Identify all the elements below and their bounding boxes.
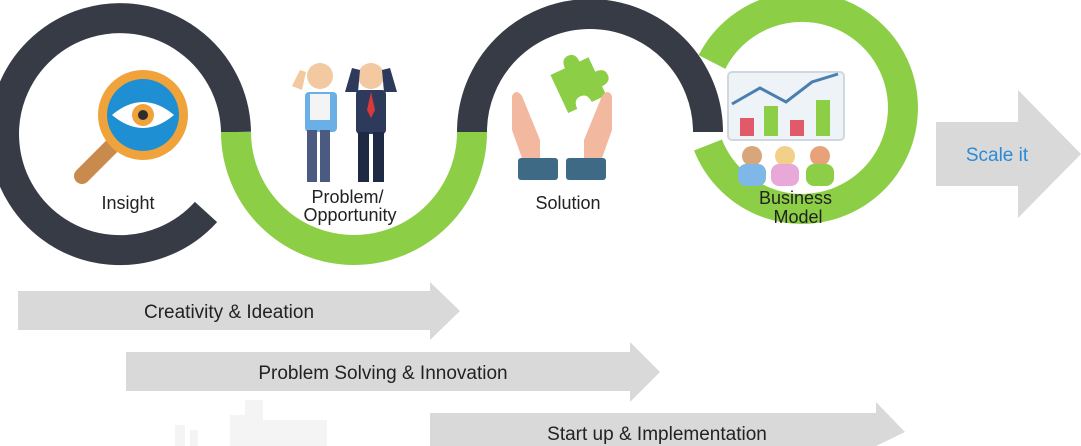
background-decoration xyxy=(175,400,327,446)
scale-arrow: Scale it xyxy=(936,90,1081,218)
ring-solution xyxy=(457,0,723,133)
phase-label-creativity: Creativity & Ideation xyxy=(144,302,314,323)
magnifier-eye-icon xyxy=(74,70,188,184)
phase-label-problem-solving: Problem Solving & Innovation xyxy=(258,363,507,384)
ring-insight xyxy=(0,3,251,266)
stressed-people-icon xyxy=(292,63,397,182)
chart-team-icon xyxy=(727,71,845,186)
phase-arrow-creativity: Creativity & Ideation xyxy=(18,282,460,340)
stage-label-problem: Problem/ Opportunity xyxy=(303,187,396,225)
stage-label-insight: Insight xyxy=(101,193,154,213)
phase-arrow-problem-solving: Problem Solving & Innovation xyxy=(126,342,660,402)
phase-label-startup: Start up & Implementation xyxy=(547,424,767,445)
ring-business-model xyxy=(694,0,918,224)
phase-arrow-startup: Start up & Implementation xyxy=(430,402,905,446)
hands-puzzle-icon xyxy=(512,54,612,180)
stage-label-solution: Solution xyxy=(535,193,600,213)
stage-label-business-model: Business Model xyxy=(759,188,837,227)
scale-label: Scale it xyxy=(966,145,1029,166)
ring-problem xyxy=(221,131,487,265)
